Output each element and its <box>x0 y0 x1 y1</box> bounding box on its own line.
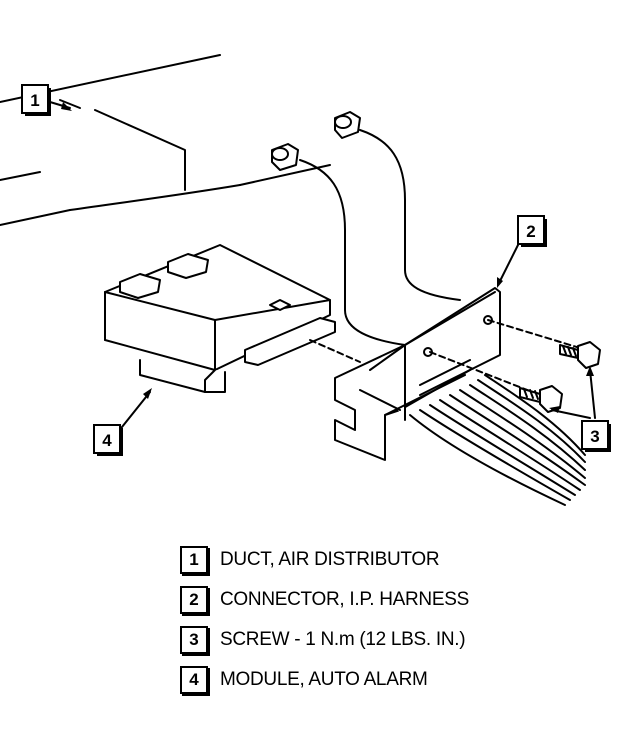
callout-4: 4 <box>93 424 123 456</box>
callout-3-number: 3 <box>590 427 599 446</box>
duct-connector-plug-upper <box>334 111 361 139</box>
duct-air-distributor <box>0 54 331 226</box>
legend-item: 4 MODULE, AUTO ALARM <box>180 660 580 700</box>
ip-harness-wire-bundle <box>409 374 586 506</box>
callout-1-number: 1 <box>30 91 39 110</box>
ip-harness-connector-bracket <box>334 287 501 461</box>
legend: 1 DUCT, AIR DISTRIBUTOR 2 CONNECTOR, I.P… <box>180 540 580 700</box>
legend-label: SCREW - 1 N.m (12 LBS. IN.) <box>220 629 466 650</box>
callout-3: 3 <box>581 420 611 452</box>
screw-upper <box>559 341 601 369</box>
screw-lower <box>519 385 563 413</box>
harness-wire-routing <box>299 129 461 346</box>
legend-item: 3 SCREW - 1 N.m (12 LBS. IN.) <box>180 620 580 660</box>
legend-item: 2 CONNECTOR, I.P. HARNESS <box>180 580 580 620</box>
legend-label: CONNECTOR, I.P. HARNESS <box>220 589 469 610</box>
legend-number-box: 3 <box>180 626 208 654</box>
duct-connector-plug-lower <box>271 143 299 171</box>
callout-4-number: 4 <box>102 431 112 450</box>
legend-number-box: 1 <box>180 546 208 574</box>
legend-label: DUCT, AIR DISTRIBUTOR <box>220 549 440 570</box>
legend-label: MODULE, AUTO ALARM <box>220 669 428 690</box>
callout-2: 2 <box>517 215 547 247</box>
legend-item: 1 DUCT, AIR DISTRIBUTOR <box>180 540 580 580</box>
legend-number-box: 2 <box>180 586 208 614</box>
callout-1: 1 <box>21 84 51 116</box>
auto-alarm-module <box>104 244 336 393</box>
callout-2-number: 2 <box>526 222 535 241</box>
legend-number-box: 4 <box>180 666 208 694</box>
